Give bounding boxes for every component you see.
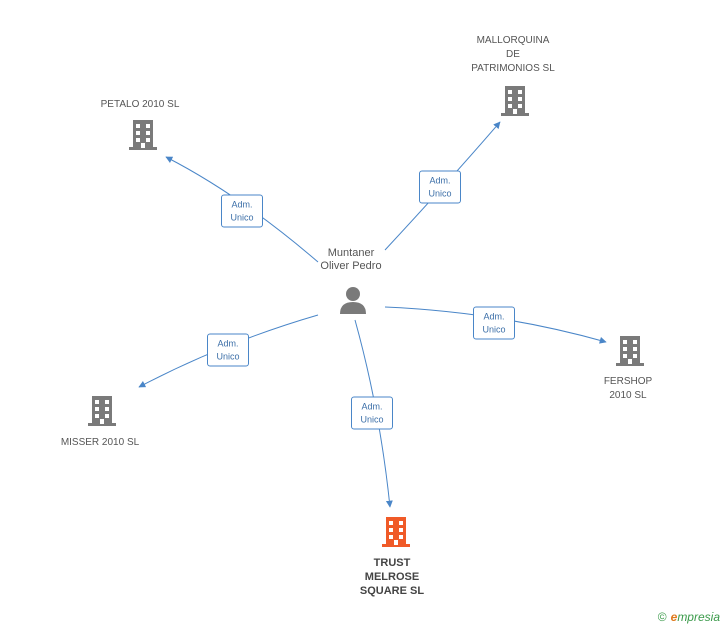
edge-role-type: Unico [360, 414, 384, 425]
edge-role: Adm. [231, 199, 253, 210]
edge-label-misser: Adm. Unico [207, 333, 249, 367]
company-name-trust[interactable]: TRUST MELROSE SQUARE SL [359, 557, 425, 597]
person-name[interactable]: Muntaner Oliver Pedro [320, 247, 382, 272]
person-icon[interactable] [338, 285, 368, 315]
edge-role-type: Unico [230, 212, 254, 223]
edge-label-fershop: Adm. Unico [473, 306, 515, 340]
building-icon-trust[interactable] [380, 515, 412, 549]
building-icon-fershop[interactable] [614, 334, 646, 368]
edge-label-petalo: Adm. Unico [221, 194, 263, 228]
edge-label-trust: Adm. Unico [351, 396, 393, 430]
brand-initial: e [670, 610, 678, 624]
edge-label-mallorquina: Adm. Unico [419, 170, 461, 204]
brand-name: mpresia [677, 610, 720, 624]
company-name-misser[interactable]: MISSER 2010 SL [60, 437, 140, 448]
company-name-mallorquina[interactable]: MALLORQUINA DE PATRIMONIOS SL [471, 35, 555, 74]
edge-role: Adm. [429, 175, 451, 186]
building-icon-misser[interactable] [86, 394, 118, 428]
company-name-fershop[interactable]: FERSHOP 2010 SL [603, 376, 653, 401]
building-icon-petalo[interactable] [127, 118, 159, 152]
edge-role: Adm. [217, 338, 239, 349]
company-name-petalo[interactable]: PETALO 2010 SL [100, 99, 180, 110]
edge-role-type: Unico [482, 324, 506, 335]
edge-role: Adm. [361, 401, 383, 412]
edge-role: Adm. [483, 311, 505, 322]
copyright-symbol: © [657, 610, 667, 624]
edge-role-type: Unico [428, 188, 452, 199]
building-icon-mallorquina[interactable] [499, 84, 531, 118]
empresia-logo: ©empresia [658, 610, 720, 624]
edge-role-type: Unico [216, 351, 240, 362]
